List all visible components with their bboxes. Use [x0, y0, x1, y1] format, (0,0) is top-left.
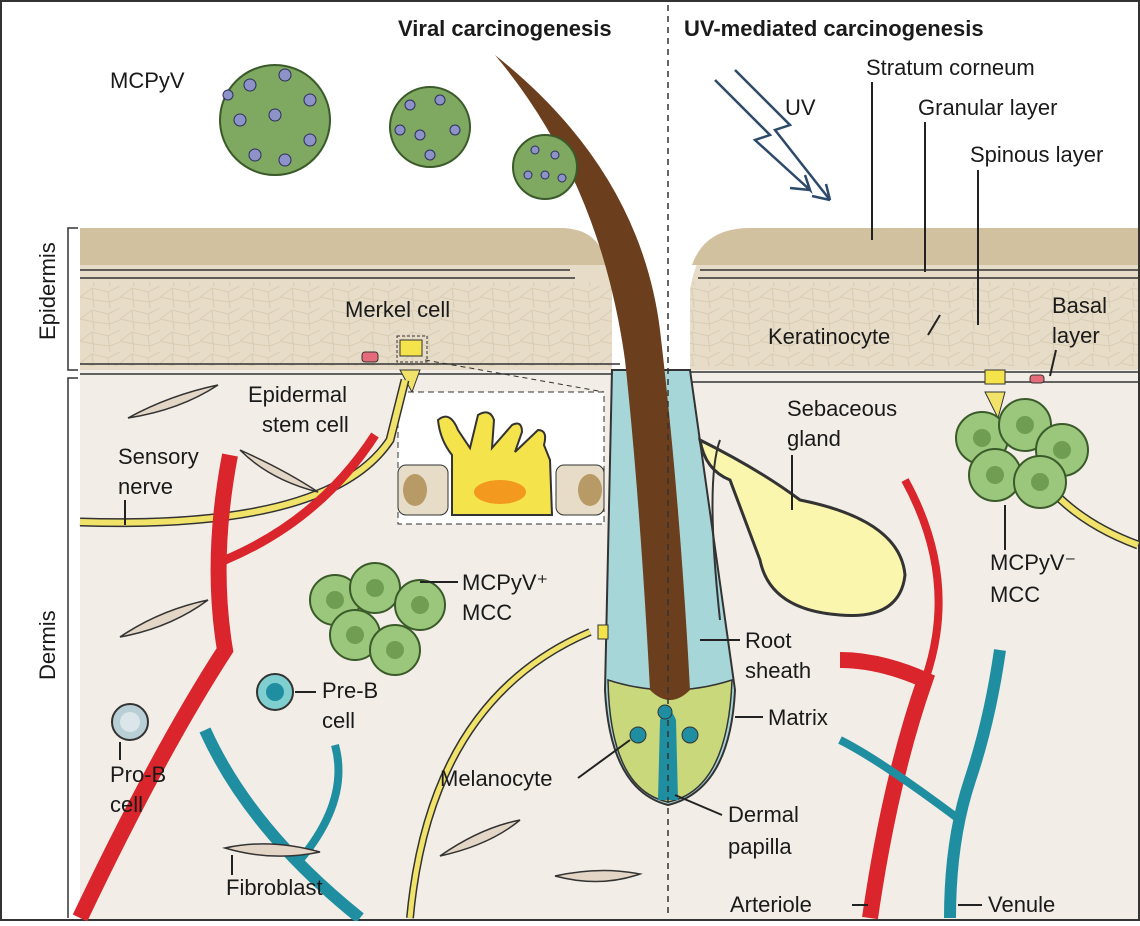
dermal-papilla-label-2: papilla	[728, 834, 792, 859]
basal-layer-label-1: Basal	[1052, 293, 1107, 318]
fibroblast-label: Fibroblast	[226, 875, 323, 900]
heading-uv: UV-mediated carcinogenesis	[684, 16, 984, 41]
sebaceous-gland-label-2: gland	[787, 426, 841, 451]
root-sheath-label-2: sheath	[745, 658, 811, 683]
pre-b-cell-label-2: cell	[322, 708, 355, 733]
heading-viral: Viral carcinogenesis	[398, 16, 612, 41]
epidermal-stem-cell-label-1: Epidermal	[248, 382, 347, 407]
pro-b-cell-label-2: cell	[110, 792, 143, 817]
root-sheath-label-1: Root	[745, 628, 791, 653]
epidermal-stem-cell-label-2: stem cell	[262, 412, 349, 437]
mcpyv-pos-mcc-label-1: MCPyV⁺	[462, 570, 548, 595]
epidermis-label: Epidermis	[35, 242, 60, 340]
venule-label: Venule	[988, 892, 1055, 917]
arteriole-label: Arteriole	[730, 892, 812, 917]
mcpyv-neg-mcc-label-2: MCC	[990, 582, 1040, 607]
dermis-label: Dermis	[35, 610, 60, 680]
sensory-nerve-label-1: Sensory	[118, 444, 199, 469]
basal-layer-label-2: layer	[1052, 323, 1100, 348]
matrix-label: Matrix	[768, 705, 828, 730]
sebaceous-gland-label-1: Sebaceous	[787, 396, 897, 421]
epidermal-stem-cell	[362, 352, 378, 362]
pre-b-cell	[257, 674, 293, 710]
dermal-papilla-label-1: Dermal	[728, 802, 799, 827]
keratinocyte-label: Keratinocyte	[768, 324, 890, 349]
mcpyv-label: MCPyV	[110, 68, 185, 93]
pre-b-cell-label-1: Pre-B	[322, 678, 378, 703]
pro-b-cell	[112, 704, 148, 740]
pro-b-cell-label-1: Pro-B	[110, 762, 166, 787]
stratum-corneum-label: Stratum corneum	[866, 55, 1035, 80]
merkel-cell-label: Merkel cell	[345, 297, 450, 322]
uv-label: UV	[785, 95, 816, 120]
sensory-nerve-label-2: nerve	[118, 474, 173, 499]
mcpyv-neg-mcc-label-1: MCPyV⁻	[990, 550, 1076, 575]
mcpyv-pos-mcc-label-2: MCC	[462, 600, 512, 625]
melanocyte-label: Melanocyte	[440, 766, 553, 791]
spinous-layer-label: Spinous layer	[970, 142, 1103, 167]
granular-layer-label: Granular layer	[918, 95, 1057, 120]
